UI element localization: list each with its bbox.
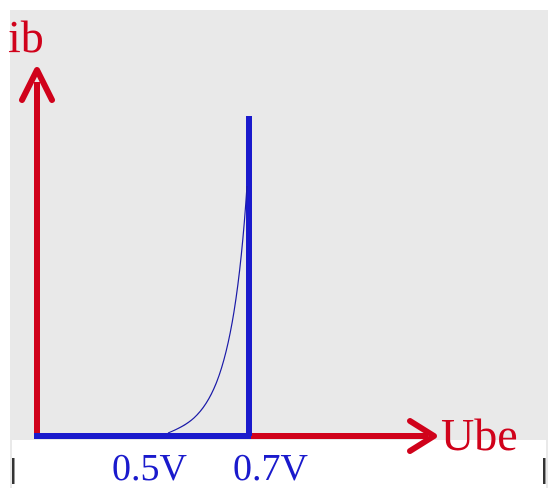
y-axis-label: ib: [8, 11, 44, 62]
tick-label-0-7v: 0.7V: [233, 447, 309, 489]
tick-label-strip: [12, 440, 546, 488]
x-axis-label: Ube: [441, 409, 518, 460]
diagram-panel: [10, 10, 548, 488]
y-axis-arrow-icon: [19, 67, 55, 103]
x-axis-arrow-icon: [407, 418, 437, 454]
tick-label-0-5v: 0.5V: [112, 447, 188, 489]
strip-edge-mark-left: [12, 458, 15, 484]
strip-edge-mark-right: [543, 458, 546, 484]
exponential-curve: [167, 185, 248, 434]
